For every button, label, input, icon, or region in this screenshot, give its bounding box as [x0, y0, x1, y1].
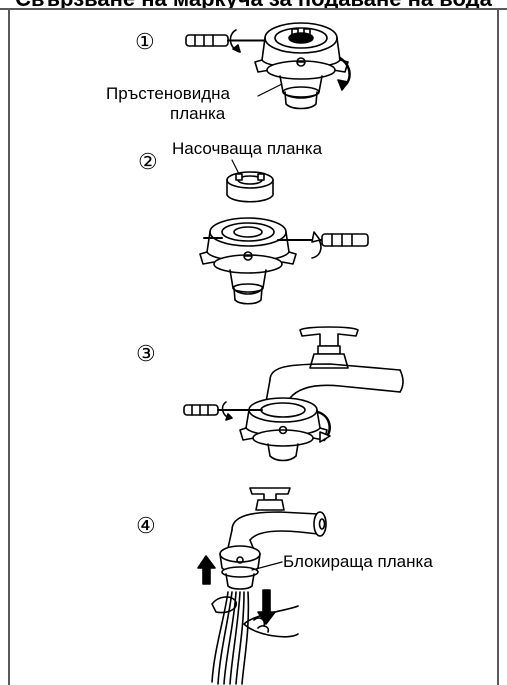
tap-icon [266, 327, 403, 408]
arrow-up-icon [198, 556, 215, 584]
step-1-illustration [186, 23, 350, 109]
hose-coupling-icon [240, 398, 327, 461]
step-2-illustration [200, 160, 368, 304]
hand-icon [244, 606, 298, 637]
step-3-illustration [184, 327, 403, 461]
guide-plate-icon [227, 172, 273, 202]
hose-coupling-icon [200, 218, 296, 304]
step-4-illustration [198, 488, 326, 684]
hose-coupling-icon [255, 23, 348, 109]
hose-coupling-icon [220, 546, 260, 589]
tap-icon [228, 488, 326, 550]
screwdriver-icon [278, 234, 368, 246]
